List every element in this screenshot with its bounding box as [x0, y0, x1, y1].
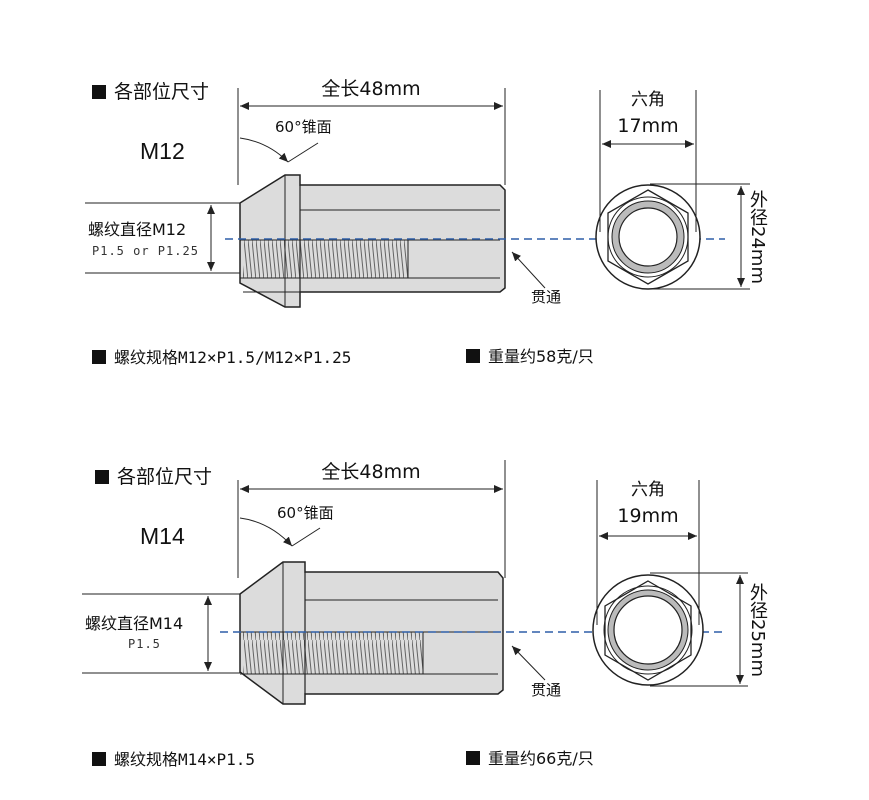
lug-nut-side-view-icon-2 [239, 561, 504, 705]
square-bullet-icon [95, 470, 109, 484]
pitch-label-2: P1.5 [128, 637, 161, 651]
thread-spec-text: 螺纹规格M12×P1.5/M12×P1.25 [114, 348, 352, 367]
hex-nut-front-view-icon-2 [592, 574, 704, 686]
weight-text: 重量约58克/只 [488, 347, 594, 366]
outer-diameter-label: 外径24mm [747, 190, 768, 284]
pitch-label: P1.5 or P1.25 [92, 244, 199, 258]
section-heading: 各部位尺寸 [92, 83, 209, 102]
hex-label-2: 六角 [631, 480, 665, 500]
square-bullet-icon [92, 350, 106, 364]
thread-diameter-label-2: 螺纹直径M14 [85, 614, 184, 633]
weight-text-2: 重量约66克/只 [488, 749, 594, 768]
hex-size-label: 17mm [617, 115, 679, 137]
through-label-2: 贯通 [531, 681, 562, 699]
thread-spec-text-2: 螺纹规格M14×P1.5 [114, 750, 256, 769]
section-heading-text-2: 各部位尺寸 [117, 466, 213, 488]
square-bullet-icon [466, 751, 480, 765]
model-label-2: M14 [140, 523, 185, 549]
total-length-label-2: 全长48mm [321, 461, 421, 483]
square-bullet-icon [466, 349, 480, 363]
section-heading-text: 各部位尺寸 [114, 81, 210, 103]
square-bullet-icon [92, 85, 106, 99]
hex-label: 六角 [631, 90, 665, 110]
hex-size-label-2: 19mm [617, 505, 679, 527]
lug-nut-side-view-icon [239, 174, 506, 308]
cone-angle-label: 60°锥面 [275, 118, 332, 136]
section-heading-2: 各部位尺寸 [95, 468, 212, 487]
thread-spec-2: 螺纹规格M14×P1.5 [92, 752, 255, 768]
through-label: 贯通 [531, 288, 562, 306]
model-label: M12 [140, 138, 185, 164]
thread-diameter-label: 螺纹直径M12 [88, 220, 187, 239]
square-bullet-icon [92, 752, 106, 766]
weight-label-2: 重量约66克/只 [466, 751, 594, 767]
hex-nut-front-view-icon [595, 184, 701, 290]
total-length-label: 全长48mm [321, 78, 421, 100]
outer-diameter-label-2: 外径25mm [747, 583, 768, 677]
thread-spec: 螺纹规格M12×P1.5/M12×P1.25 [92, 350, 351, 366]
section-m12-drawing [85, 88, 750, 308]
section-m14-drawing [82, 460, 748, 705]
cone-angle-label-2: 60°锥面 [277, 504, 334, 522]
weight-label: 重量约58克/只 [466, 349, 594, 365]
